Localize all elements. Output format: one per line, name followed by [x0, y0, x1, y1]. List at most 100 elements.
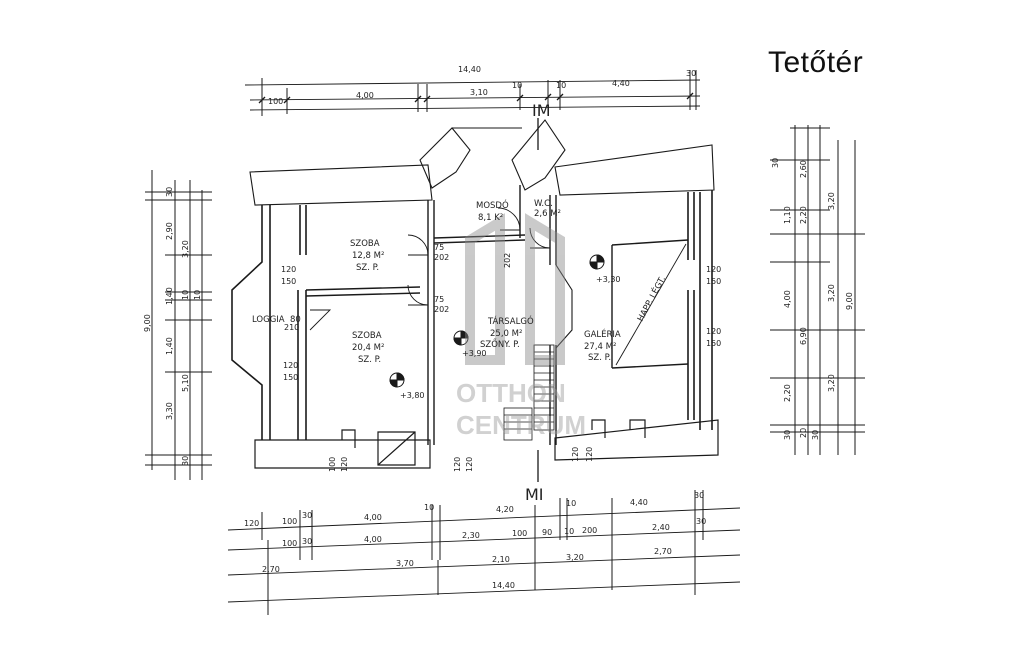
- opening-label: 202: [434, 305, 449, 314]
- dimension-label: 200: [582, 526, 597, 535]
- right-dimension-labels: 30 2,60 1,10 2,20 4,00 6,90 2,20 30 20 3…: [771, 158, 854, 440]
- opening-label: 150: [281, 277, 296, 286]
- section-label-bottom: MI: [525, 485, 544, 504]
- watermark-logo: OTTHON CENTRUM: [456, 213, 586, 440]
- dimension-label: 10: [193, 290, 202, 300]
- dimension-label: 3,30: [165, 402, 174, 420]
- opening-label: 150: [706, 339, 721, 348]
- dimension-label: 3,70: [396, 559, 414, 568]
- opening-label: 202: [503, 253, 512, 268]
- watermark-line-1: OTTHON: [456, 378, 566, 408]
- room-name: HAPP. LÉGT.: [634, 274, 668, 324]
- dimension-label: 9,00: [845, 292, 854, 310]
- dimension-label: 120: [244, 519, 259, 528]
- section-label-top: IM: [532, 101, 551, 120]
- room-area: 25,0 M²: [490, 329, 522, 339]
- dimension-label: 4,40: [630, 498, 648, 507]
- dimension-label: 4,00: [364, 535, 382, 544]
- top-dimension-labels: 14,40 100 4,00 3,10 10 10 4,40 30: [268, 65, 696, 106]
- dimension-label: 14,40: [492, 581, 515, 590]
- opening-label: 150: [706, 277, 721, 286]
- dimension-label: 30: [181, 456, 190, 466]
- dimension-label: 3,10: [470, 88, 488, 97]
- staircase: [503, 344, 555, 441]
- room-floor: SZŐNY. P.: [480, 339, 520, 350]
- dimension-label: 1,40: [165, 337, 174, 355]
- dimension-label: 30: [811, 430, 820, 440]
- room-name: SZOBA: [350, 239, 380, 249]
- room-floor: SZ. P.: [588, 353, 611, 363]
- level-label: +3,30: [596, 275, 621, 284]
- opening-label: 150: [283, 373, 298, 382]
- opening-label: 210: [284, 323, 299, 332]
- dimension-label: 10: [181, 290, 190, 300]
- room-name: SZOBA: [352, 331, 382, 341]
- dimension-label: 2,30: [462, 531, 480, 540]
- room-floor: SZ. P.: [356, 263, 379, 273]
- room-name: LOGGIA: [252, 315, 285, 325]
- top-dimension-chain: [244, 70, 701, 116]
- opening-label: 120: [283, 361, 298, 370]
- level-label: +3,80: [400, 391, 425, 400]
- dimension-label: 10: [566, 499, 576, 508]
- opening-label: 75: [434, 243, 444, 252]
- dimension-label: 100: [282, 517, 297, 526]
- dimension-label: 10: [564, 527, 574, 536]
- dimension-label: 100: [268, 97, 283, 106]
- dimension-label: 3,20: [181, 240, 190, 258]
- bottom-recesses: [341, 419, 646, 466]
- room-floor: SZ. P.: [358, 355, 381, 365]
- opening-labels: 120 150 120 150 120 150 120 150 75 202 7…: [281, 243, 721, 472]
- room-name: MOSDÓ: [476, 199, 509, 211]
- gallery-void-line: [615, 243, 687, 366]
- dimension-label: 3,20: [566, 553, 584, 562]
- dimension-label: 30: [694, 491, 704, 500]
- opening-label: 120: [706, 265, 721, 274]
- dimension-label: 10: [512, 81, 522, 90]
- dimension-label: 30: [696, 517, 706, 526]
- dimension-label: 9,00: [143, 314, 152, 332]
- left-dimension-labels: 30 2,90 3,20 1,40 10 10 1,40 5,10 3,30 3…: [143, 187, 202, 466]
- dimension-label: 4,00: [356, 91, 374, 100]
- dimension-label: 1,40: [165, 287, 174, 305]
- dimension-label: 14,40: [458, 65, 481, 74]
- page-title: Tetőtér: [768, 46, 864, 79]
- dimension-label: 100: [282, 539, 297, 548]
- dimension-label: 2,70: [262, 565, 280, 574]
- opening-label: 120: [571, 447, 580, 462]
- dimension-label: 10: [424, 503, 434, 512]
- dimension-label: 30: [771, 158, 780, 168]
- opening-label: 120: [453, 457, 462, 472]
- roof-eaves: [249, 119, 715, 206]
- room-area: 80: [290, 315, 301, 325]
- opening-label: 120: [465, 457, 474, 472]
- dimension-label: 90: [542, 528, 552, 537]
- dimension-label: 4,00: [364, 513, 382, 522]
- dimension-label: 30: [302, 511, 312, 520]
- dimension-label: 4,00: [783, 290, 792, 308]
- dimension-label: 5,10: [181, 374, 190, 392]
- left-dimension-chain: [145, 170, 212, 480]
- room-area: 20,4 M²: [352, 343, 384, 353]
- level-label: +3,90: [462, 349, 487, 358]
- dimension-label: 2,20: [799, 206, 808, 224]
- dimension-label: 3,20: [827, 374, 836, 392]
- level-labels: +3,80 +3,90 +3,30: [400, 275, 621, 400]
- opening-label: 75: [434, 295, 444, 304]
- door-swings: [309, 207, 551, 331]
- level-marker-symbols: [389, 254, 605, 388]
- opening-label: 100: [328, 457, 337, 472]
- dimension-label: 30: [302, 537, 312, 546]
- dimension-label: 2,20: [783, 384, 792, 402]
- dimension-label: 4,40: [612, 79, 630, 88]
- room-name: TÁRSALGÓ: [487, 315, 534, 327]
- dimension-label: 2,10: [492, 555, 510, 564]
- room-name: W.C.: [534, 199, 553, 209]
- dimension-label: 3,20: [827, 192, 836, 210]
- opening-label: 120: [585, 447, 594, 462]
- room-area: 27,4 M²: [584, 342, 616, 352]
- opening-label: 202: [434, 253, 449, 262]
- dimension-label: 3,20: [827, 284, 836, 302]
- bottom-dimension-chains: [227, 490, 741, 615]
- room-area: 8,1 K²: [478, 213, 503, 223]
